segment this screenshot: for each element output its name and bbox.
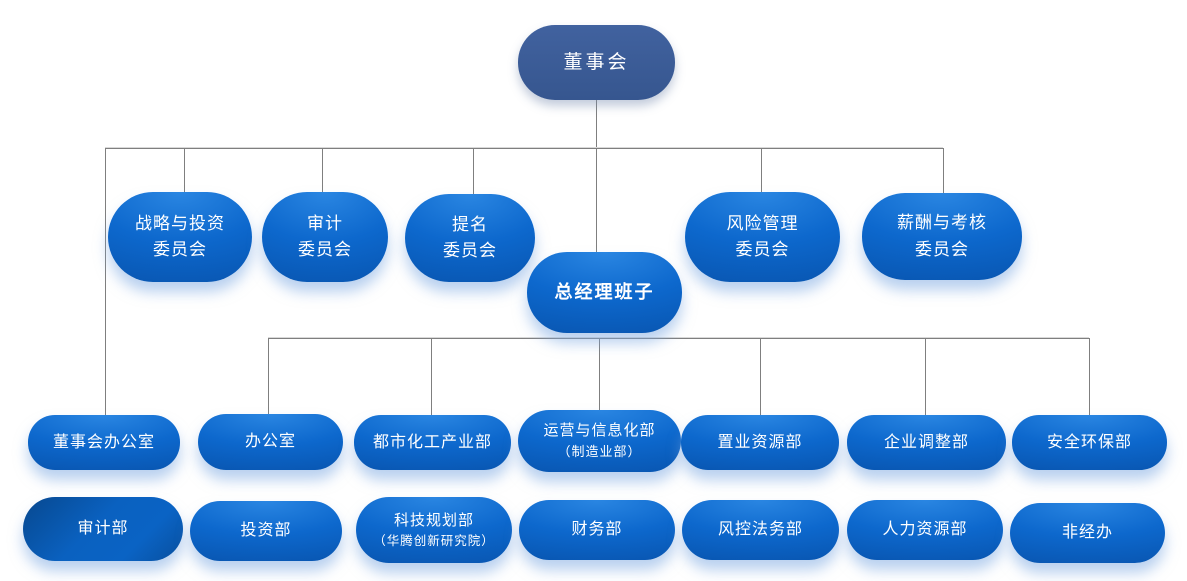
connector-drop-urban-chemical xyxy=(431,338,432,415)
org-node-label: 提名 委员会 xyxy=(443,214,497,260)
org-node-label: 办公室 xyxy=(244,433,296,451)
connector-drop-compensation xyxy=(943,148,944,195)
org-node-label: 科技规划部 xyxy=(393,512,474,529)
org-node-operations-informatization-dept: 运营与信息化部 （制造业部） xyxy=(518,410,681,472)
org-node-sublabel: （制造业部） xyxy=(557,443,642,459)
connector-drop-audit-committee xyxy=(322,148,323,194)
connector-drop-board-office xyxy=(105,148,106,415)
org-node-office: 办公室 xyxy=(198,414,343,470)
org-node-realestate-resources-dept: 置业资源部 xyxy=(681,415,839,470)
org-node-label: 审计 委员会 xyxy=(298,213,352,259)
connector-drop-realestate xyxy=(760,338,761,415)
connector-drop-operations xyxy=(599,338,600,412)
org-node-risk-management-committee: 风险管理 委员会 xyxy=(685,192,840,282)
org-node-label: 运营与信息化部 xyxy=(543,423,656,440)
org-node-label: 非经办 xyxy=(1061,524,1113,542)
org-node-enterprise-adjustment-dept: 企业调整部 xyxy=(847,415,1006,470)
org-node-label: 都市化工产业部 xyxy=(372,433,492,451)
org-node-label: 风控法务部 xyxy=(717,521,803,539)
connector-board-horizontal xyxy=(105,148,943,149)
org-node-compensation-assessment-committee: 薪酬与考核 委员会 xyxy=(862,193,1022,280)
org-node-audit-committee: 审计 委员会 xyxy=(262,192,388,282)
org-node-label: 人力资源部 xyxy=(882,521,968,539)
connector-drop-safety xyxy=(1089,338,1090,415)
org-node-human-resources-dept: 人力资源部 xyxy=(847,500,1003,560)
org-node-label: 财务部 xyxy=(571,521,623,539)
org-node-label: 置业资源部 xyxy=(717,433,803,451)
org-node-audit-dept: 审计部 xyxy=(23,497,183,561)
org-node-label: 企业调整部 xyxy=(883,433,969,451)
org-node-sublabel: （华腾创新研究院） xyxy=(373,534,495,548)
org-node-tech-planning-dept: 科技规划部 （华腾创新研究院） xyxy=(356,497,512,563)
org-node-investment-dept: 投资部 xyxy=(190,501,342,561)
org-node-label: 风险管理 委员会 xyxy=(726,213,799,259)
org-node-risk-control-legal-dept: 风控法务部 xyxy=(682,500,839,560)
org-node-urban-chemical-industry-dept: 都市化工产业部 xyxy=(354,415,511,470)
connector-drop-strategy xyxy=(184,148,185,194)
org-node-general-manager-team: 总经理班子 xyxy=(527,252,682,333)
org-node-finance-dept: 财务部 xyxy=(519,500,675,560)
org-node-label: 薪酬与考核 委员会 xyxy=(897,213,987,259)
org-node-board-office: 董事会办公室 xyxy=(28,415,180,470)
connector-drop-nomination xyxy=(473,148,474,196)
connector-drop-risk-committee xyxy=(761,148,762,194)
org-node-label: 董事会 xyxy=(563,51,630,73)
org-node-strategy-investment-committee: 战略与投资 委员会 xyxy=(108,192,252,282)
org-node-safety-environment-dept: 安全环保部 xyxy=(1012,415,1167,470)
org-node-nomination-committee: 提名 委员会 xyxy=(405,194,535,282)
org-node-label: 投资部 xyxy=(240,522,292,540)
org-node-label: 战略与投资 委员会 xyxy=(135,213,225,259)
org-node-non-operating-office: 非经办 xyxy=(1010,503,1165,563)
org-node-label: 安全环保部 xyxy=(1046,433,1132,451)
connector-gm-horizontal xyxy=(268,338,1089,339)
connector-drop-enterprise-adjust xyxy=(925,338,926,415)
org-node-label: 审计部 xyxy=(77,520,129,538)
org-node-board-of-directors: 董事会 xyxy=(518,25,675,100)
org-node-label: 董事会办公室 xyxy=(52,433,155,451)
connector-drop-office xyxy=(268,338,269,415)
connector-board-to-gm xyxy=(596,100,597,255)
org-node-label: 总经理班子 xyxy=(554,282,655,303)
